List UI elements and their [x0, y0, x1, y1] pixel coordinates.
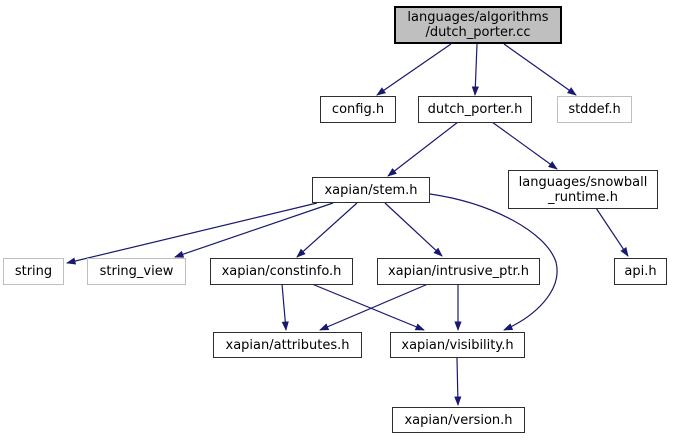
node-xapian-visibility-h[interactable]: xapian/visibility.h: [390, 332, 525, 358]
edge-xapian-intrusive-ptr-h-to-xapian-attributes-h: [319, 283, 429, 331]
node-label: languages/snowball _runtime.h: [518, 174, 648, 205]
node-label: dutch_porter.h: [427, 102, 523, 117]
edge-xapian-visibility-h-to-xapian-version-h: [454, 357, 462, 406]
edge-xapian-stem-h-to-string: [66, 202, 318, 265]
node-string: string: [3, 258, 64, 285]
node-label: string_view: [99, 264, 174, 279]
edge-xapian-stem-h-to-string-view: [174, 202, 334, 258]
node-label: xapian/visibility.h: [401, 337, 514, 353]
edge-snowball-runtime-h-to-api-h: [595, 207, 629, 257]
node-label: xapian/attributes.h: [225, 337, 350, 353]
edge-xapian-stem-h-to-xapian-intrusive-ptr-h: [384, 202, 443, 257]
node-label: config.h: [331, 102, 385, 117]
node-xapian-constinfo-h[interactable]: xapian/constinfo.h: [210, 258, 353, 285]
node-label: xapian/constinfo.h: [221, 264, 342, 279]
node-label: languages/algorithms /dutch_porter.cc: [407, 10, 549, 40]
edge-dutch-porter-cc-to-config-h: [376, 43, 452, 96]
node-xapian-attributes-h[interactable]: xapian/attributes.h: [213, 332, 362, 358]
edge-xapian-stem-h-to-xapian-constinfo-h: [296, 202, 358, 258]
node-stddef-h: stddef.h: [557, 96, 632, 123]
node-label: xapian/intrusive_ptr.h: [387, 264, 530, 279]
edge-xapian-constinfo-h-to-xapian-attributes-h: [281, 283, 289, 331]
node-label: xapian/version.h: [404, 412, 513, 428]
node-api-h[interactable]: api.h: [614, 258, 667, 285]
node-dutch-porter-cc: languages/algorithms /dutch_porter.cc: [394, 6, 562, 44]
node-xapian-stem-h[interactable]: xapian/stem.h: [312, 177, 430, 203]
edge-dutch-porter-cc-to-stddef-h: [503, 43, 577, 96]
edge-dutch-porter-h-to-xapian-stem-h: [387, 121, 459, 177]
node-xapian-intrusive-ptr-h[interactable]: xapian/intrusive_ptr.h: [377, 258, 540, 285]
edge-xapian-constinfo-h-to-xapian-visibility-h: [311, 283, 425, 331]
edge-dutch-porter-h-to-snowball-runtime-h: [491, 121, 558, 170]
node-xapian-version-h[interactable]: xapian/version.h: [392, 407, 525, 433]
node-snowball-runtime-h[interactable]: languages/snowball _runtime.h: [508, 170, 658, 209]
node-config-h[interactable]: config.h: [320, 96, 396, 123]
node-dutch-porter-h[interactable]: dutch_porter.h: [418, 96, 532, 123]
edge-dutch-porter-cc-to-dutch-porter-h: [471, 43, 479, 96]
node-label: string: [14, 264, 53, 279]
edge-xapian-stem-h-to-xapian-visibility-h: [429, 193, 558, 331]
node-label: api.h: [624, 264, 657, 279]
node-label: xapian/stem.h: [324, 182, 418, 198]
node-label: stddef.h: [568, 102, 621, 117]
node-string-view: string_view: [87, 258, 186, 285]
